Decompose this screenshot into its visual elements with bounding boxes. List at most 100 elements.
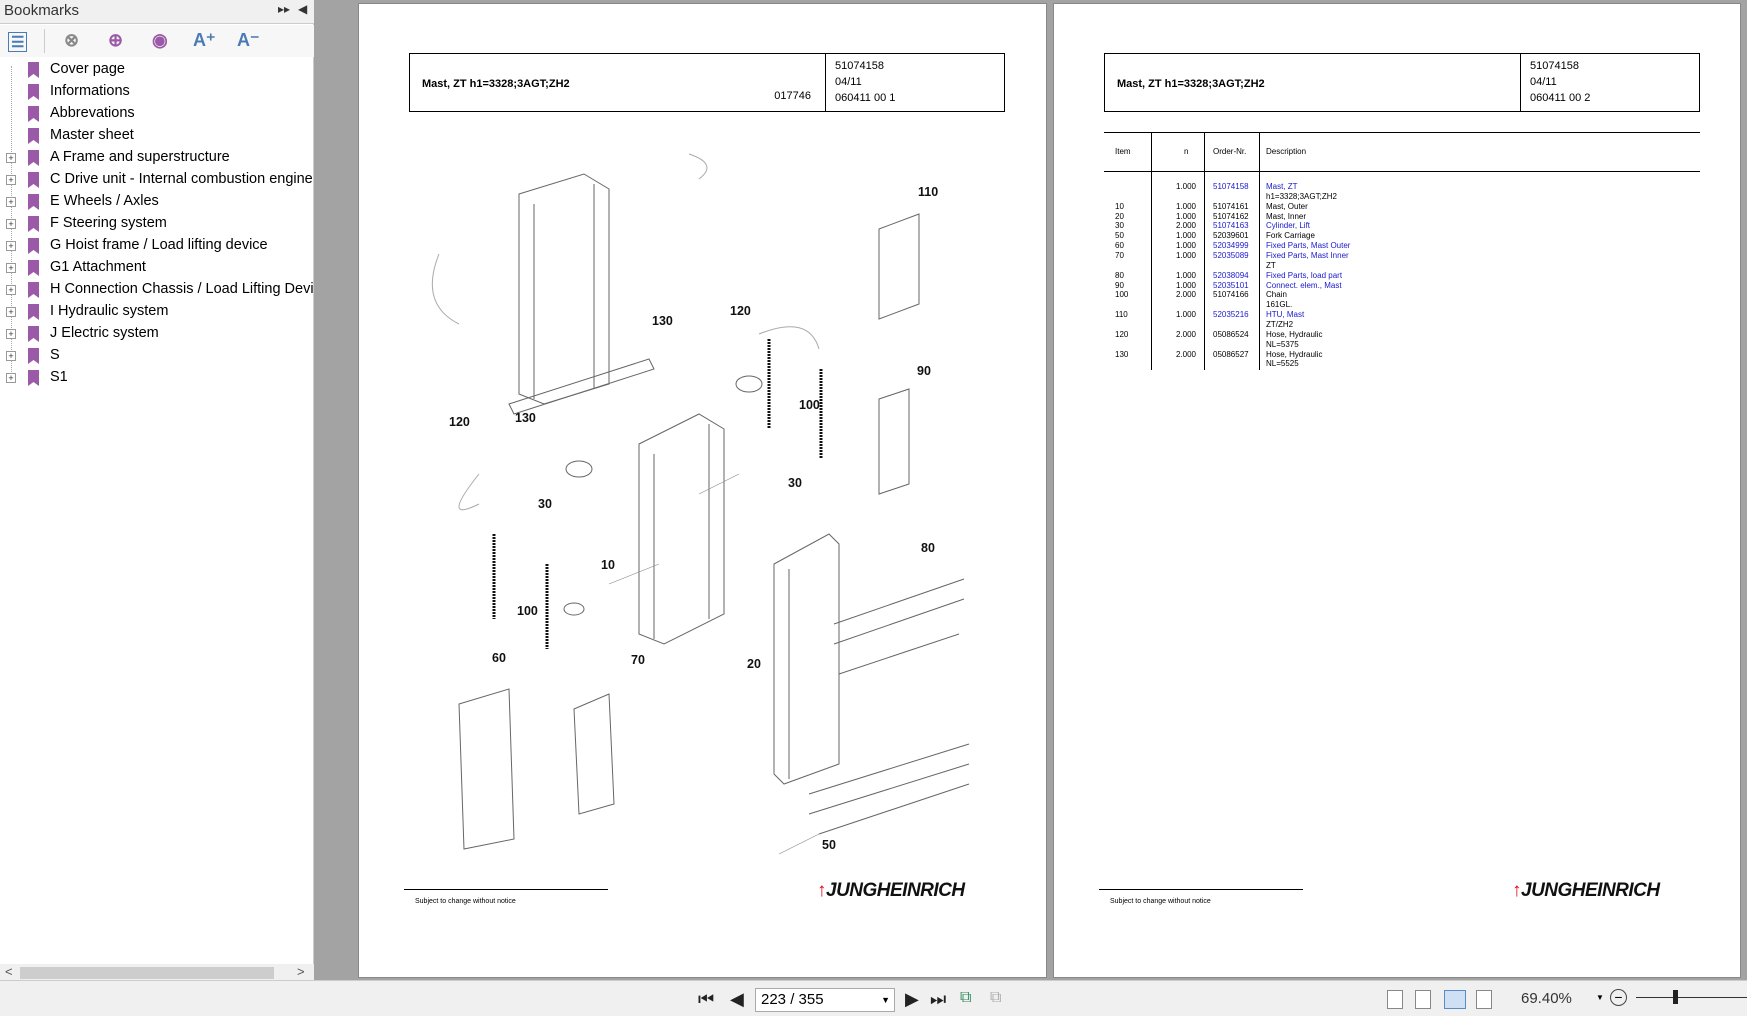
footer-notice: Subject to change without notice (1110, 898, 1211, 905)
pdf-page-parts-list: Mast, ZT h1=3328;3AGT;ZH2 51074158 04/11… (1053, 3, 1741, 978)
bookmark-list-icon[interactable]: ☰ (8, 32, 28, 52)
table-cell-item: 90 (1115, 280, 1124, 290)
horizontal-scrollbar[interactable]: < > (0, 964, 314, 982)
expand-icon[interactable]: + (6, 175, 16, 185)
panel-splitter[interactable] (314, 0, 358, 980)
expand-panel-icon[interactable]: ▸▸ (278, 2, 291, 16)
zoom-dropdown-icon[interactable]: ▼ (1596, 993, 1604, 1002)
leader-lines (608, 473, 820, 855)
table-cell-desc[interactable]: HTU, Mast (1266, 310, 1305, 320)
fork-carriage-drawing (773, 533, 840, 785)
bookmark-item[interactable]: +H Connection Chassis / Load Lifting Dev… (0, 280, 314, 302)
bookmark-item[interactable]: +J Electric system (0, 324, 314, 346)
continuous-view-icon[interactable] (1415, 990, 1431, 1009)
part-link[interactable]: 52035089 (1213, 251, 1249, 261)
single-page-view-icon[interactable] (1387, 990, 1403, 1009)
bookmark-item[interactable]: +C Drive unit - Internal combustion engi… (0, 170, 314, 192)
previous-view-icon[interactable]: ⧉ (960, 989, 972, 1006)
callout-label: 90 (917, 364, 931, 378)
add-bookmark-icon[interactable]: ⊕ (108, 30, 124, 50)
previous-page-icon[interactable]: ◀ (730, 989, 744, 1009)
expand-icon[interactable]: + (6, 351, 16, 361)
table-cell-desc[interactable]: Fixed Parts, load part (1266, 270, 1343, 280)
bookmark-item[interactable]: +G Hoist frame / Load lifting device (0, 236, 314, 258)
scrollbar-thumb[interactable] (20, 967, 274, 979)
delete-bookmark-icon[interactable]: ⊗ (64, 30, 80, 50)
bookmark-label: Abbrevations (50, 105, 135, 121)
table-cell-n: 1.000 (1175, 182, 1196, 191)
chevron-down-icon[interactable]: ▼ (881, 995, 890, 1005)
table-cell-desc: NL=5525 (1266, 359, 1299, 369)
next-view-icon[interactable]: ⧉ (990, 989, 1002, 1006)
zoom-level[interactable]: 69.40% (1521, 990, 1572, 1007)
table-cell-order: 52039601 (1213, 231, 1249, 241)
expand-icon[interactable]: + (6, 263, 16, 273)
zoom-out-icon[interactable]: − (1610, 989, 1627, 1006)
goto-bookmark-icon[interactable]: ◉ (152, 30, 168, 50)
bookmark-item[interactable]: Informations (0, 82, 314, 104)
callout-label: 130 (515, 411, 536, 425)
bookmark-item[interactable]: Master sheet (0, 126, 314, 148)
bookmark-icon (28, 216, 39, 232)
part-link[interactable]: 52038094 (1213, 270, 1249, 280)
footer-notice: Subject to change without notice (415, 898, 516, 905)
two-page-continuous-view-icon[interactable] (1476, 990, 1492, 1009)
part-link[interactable]: 52035216 (1213, 310, 1249, 320)
decrease-font-icon[interactable]: A⁻ (237, 30, 260, 50)
page-title: Mast, ZT h1=3328;3AGT;ZH2 (1117, 78, 1265, 90)
expand-icon[interactable]: + (6, 307, 16, 317)
part-link[interactable]: 51074163 (1213, 221, 1249, 231)
zoom-slider-thumb[interactable] (1673, 990, 1678, 1004)
two-page-view-icon[interactable] (1444, 990, 1466, 1009)
bookmark-label: Informations (50, 83, 130, 99)
bookmark-icon (28, 370, 39, 386)
page-number-input[interactable]: 223 / 355▼ (755, 988, 895, 1012)
table-cell-desc[interactable]: Connect. elem., Mast (1266, 280, 1342, 290)
callout-label: 50 (822, 838, 836, 852)
expand-icon[interactable]: + (6, 373, 16, 383)
expand-icon[interactable]: + (6, 153, 16, 163)
table-cell-order: 51074166 (1213, 290, 1249, 300)
part-link[interactable]: 51074158 (1213, 182, 1249, 191)
table-cell-desc[interactable]: Fixed Parts, Mast Inner (1266, 251, 1349, 261)
expand-icon[interactable]: + (6, 219, 16, 229)
bookmark-item[interactable]: +G1 Attachment (0, 258, 314, 280)
callout-label: 120 (449, 415, 470, 429)
table-cell-item: 100 (1115, 290, 1129, 300)
bookmark-item[interactable]: Cover page (0, 60, 314, 82)
expand-icon[interactable]: + (6, 285, 16, 295)
bookmark-item[interactable]: + A Frame and superstructure (0, 148, 314, 170)
bookmark-label: A Frame and superstructure (50, 149, 230, 165)
next-page-icon[interactable]: ▶ (905, 989, 919, 1009)
bookmark-item[interactable]: +S1 (0, 368, 314, 390)
last-page-icon[interactable]: ⏭ (930, 989, 947, 1009)
part-link[interactable]: 52034999 (1213, 241, 1249, 251)
part-link[interactable]: 52035101 (1213, 280, 1249, 290)
mast-inner-drawing (638, 413, 725, 645)
table-cell-desc[interactable]: Fixed Parts, Mast Outer (1266, 241, 1351, 251)
bookmark-icon (28, 128, 39, 144)
bookmark-item[interactable]: +E Wheels / Axles (0, 192, 314, 214)
table-cell-n: 1.000 (1175, 211, 1196, 221)
expand-icon[interactable]: + (6, 241, 16, 251)
expand-icon[interactable]: + (6, 329, 16, 339)
table-cell-desc: ZT (1266, 260, 1276, 270)
bookmark-item[interactable]: +I Hydraulic system (0, 302, 314, 324)
table-cell-desc[interactable]: Cylinder, Lift (1266, 221, 1311, 231)
collapse-panel-icon[interactable]: ◀ (298, 2, 308, 16)
table-cell-n: 2.000 (1175, 329, 1196, 339)
bookmark-item[interactable]: Abbrevations (0, 104, 314, 126)
callout-label: 110 (918, 185, 939, 199)
callout-label: 100 (799, 398, 820, 412)
bookmark-icon (28, 172, 39, 188)
zoom-slider[interactable] (1636, 997, 1747, 998)
increase-font-icon[interactable]: A⁺ (193, 30, 216, 50)
expand-icon[interactable]: + (6, 197, 16, 207)
bookmark-item[interactable]: +S (0, 346, 314, 368)
table-cell-desc[interactable]: Mast, ZT (1266, 182, 1298, 191)
table-cell-n: 1.000 (1175, 270, 1196, 280)
first-page-icon[interactable]: ⏮ (698, 989, 715, 1009)
table-cell-n: 2.000 (1175, 221, 1196, 231)
bookmark-icon (28, 84, 39, 100)
bookmark-item[interactable]: +F Steering system (0, 214, 314, 236)
